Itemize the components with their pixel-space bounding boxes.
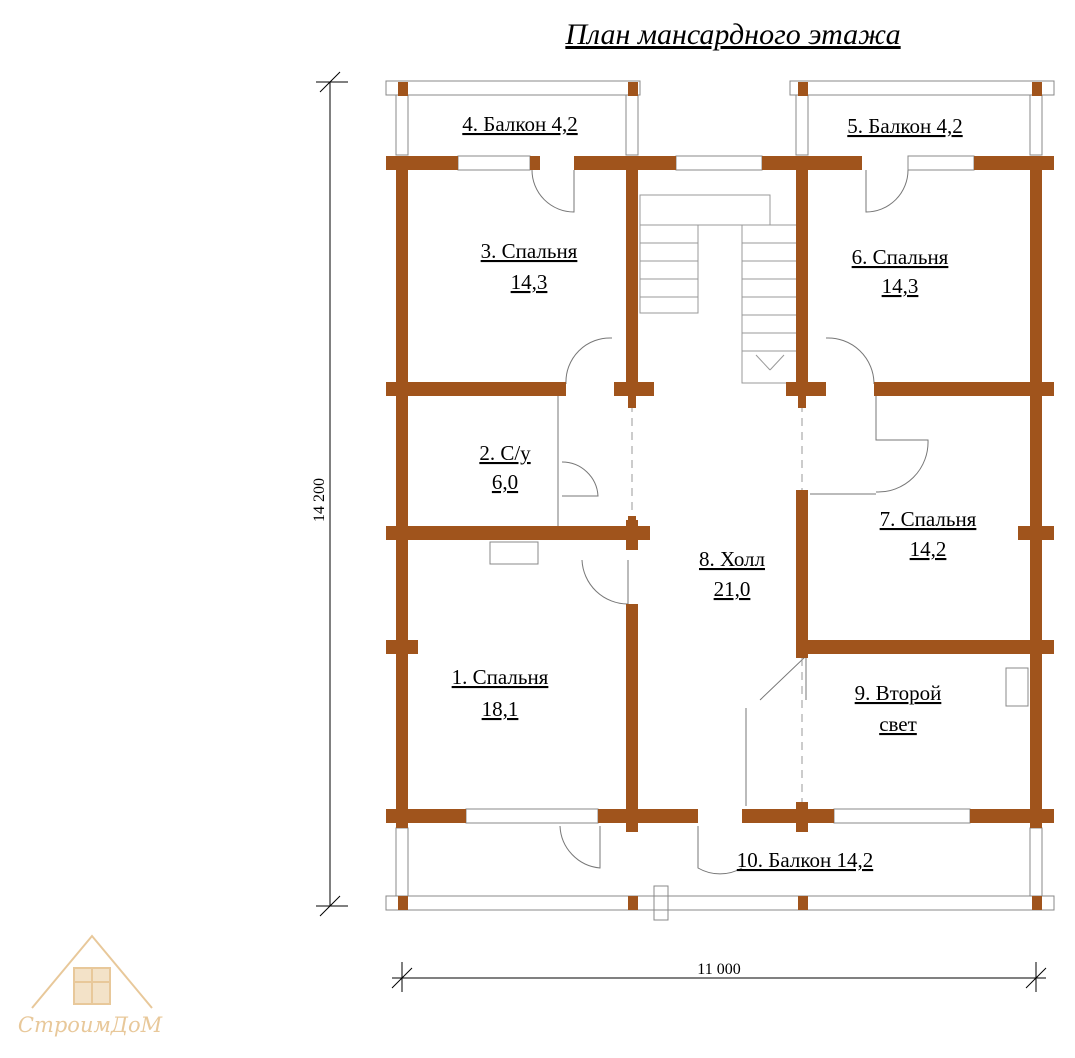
page-title: План мансардного этажа <box>564 18 900 51</box>
room-8-name: 8. Холл <box>699 547 765 571</box>
room-9-name: 9. Второй <box>855 681 942 705</box>
room-labels: 4. Балкон 4,2 5. Балкон 4,2 3. Спальня 1… <box>452 112 977 872</box>
height-dimension-label: 14 200 <box>311 478 328 522</box>
logo-text: СтроимДоМ <box>18 1013 163 1037</box>
width-dimension-label: 11 000 <box>697 961 740 978</box>
log-walls <box>386 82 1054 910</box>
height-dimension <box>316 71 348 917</box>
room-2-area: 6,0 <box>492 470 518 494</box>
room-9-name-line2: свет <box>879 712 917 736</box>
room-2-name: 2. С/у <box>479 441 531 465</box>
room-1-name: 1. Спальня <box>452 665 549 689</box>
room-7-name: 7. Спальня <box>880 507 977 531</box>
staircase <box>639 194 799 384</box>
room-4-name: 4. Балкон 4,2 <box>462 112 577 136</box>
dashed-openings <box>631 404 803 802</box>
room-3-name: 3. Спальня <box>481 239 578 263</box>
company-logo: СтроимДоМ <box>18 934 163 1037</box>
room-8-area: 21,0 <box>714 577 751 601</box>
width-dimension <box>391 962 1047 992</box>
room-1-area: 18,1 <box>482 697 519 721</box>
room-10-name: 10. Балкон 14,2 <box>737 848 873 872</box>
room-7-area: 14,2 <box>910 537 947 561</box>
balcony-railings <box>385 80 1055 921</box>
room-3-area: 14,3 <box>511 270 548 294</box>
room-5-name: 5. Балкон 4,2 <box>847 114 962 138</box>
room-6-area: 14,3 <box>882 274 919 298</box>
house-icon <box>31 934 153 1009</box>
doors <box>531 169 929 875</box>
room-6-name: 6. Спальня <box>852 245 949 269</box>
